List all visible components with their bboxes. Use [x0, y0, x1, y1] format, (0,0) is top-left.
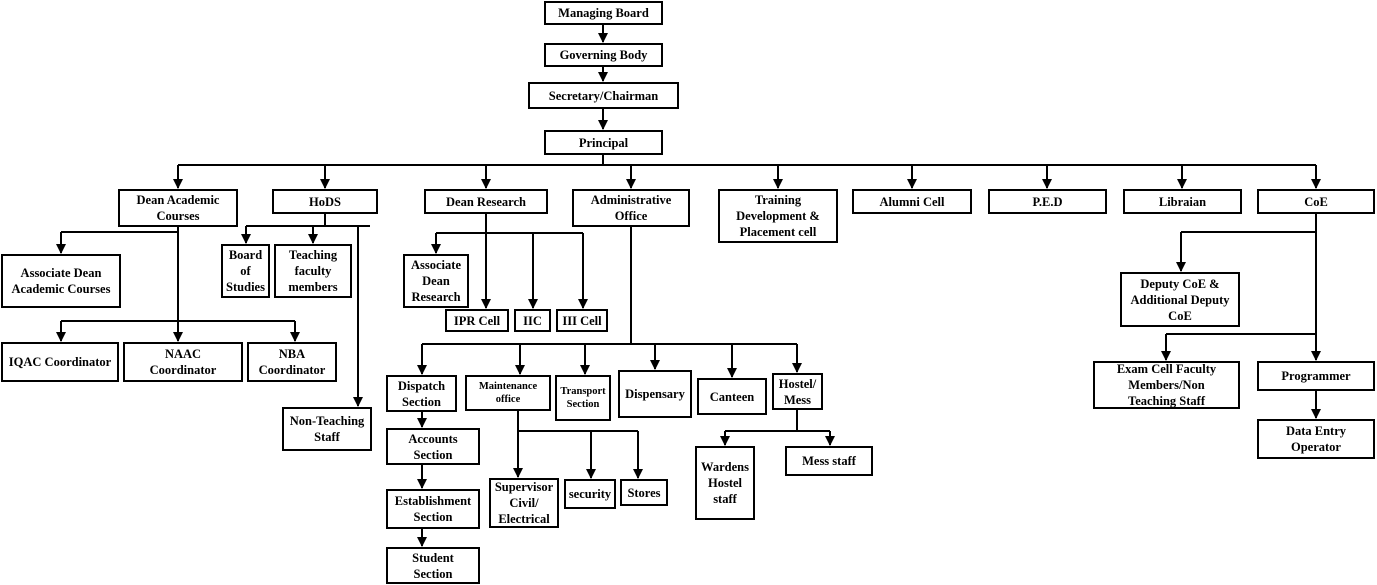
canteen-box[interactable]: Canteen	[697, 378, 767, 415]
librarian-box[interactable]: Libraian	[1123, 189, 1242, 214]
dean-research-box[interactable]: Dean Research	[424, 189, 548, 214]
iii-cell-box[interactable]: III Cell	[556, 309, 608, 332]
programmer-box[interactable]: Programmer	[1257, 361, 1375, 391]
associate-dean-academic-box[interactable]: Associate Dean Academic Courses	[1, 254, 121, 308]
wardens-hostel-staff-box[interactable]: Wardens Hostel staff	[695, 446, 755, 520]
naac-coordinator-box[interactable]: NAAC Coordinator	[123, 342, 243, 382]
mess-staff-box[interactable]: Mess staff	[785, 446, 873, 476]
alumni-cell-box[interactable]: Alumni Cell	[852, 189, 972, 214]
hods-box[interactable]: HoDS	[272, 189, 378, 214]
principal-box[interactable]: Principal	[544, 130, 663, 155]
dispatch-section-box[interactable]: Dispatch Section	[386, 375, 457, 412]
iqac-coordinator-box[interactable]: IQAC Coordinator	[1, 342, 119, 382]
accounts-section-box[interactable]: Accounts Section	[386, 428, 480, 465]
iic-box[interactable]: IIC	[514, 309, 551, 332]
coe-box[interactable]: CoE	[1257, 189, 1375, 214]
administrative-office-box[interactable]: Administrative Office	[572, 189, 690, 227]
maintenance-office-box[interactable]: Maintenance office	[465, 375, 551, 411]
dean-academic-courses-box[interactable]: Dean Academic Courses	[118, 189, 238, 227]
training-placement-box[interactable]: Training Development & Placement cell	[718, 189, 838, 243]
ipr-cell-box[interactable]: IPR Cell	[445, 309, 509, 332]
secretary-chairman-box[interactable]: Secretary/Chairman	[528, 82, 679, 109]
teaching-faculty-box[interactable]: Teaching faculty members	[274, 244, 352, 298]
non-teaching-staff-box[interactable]: Non-Teaching Staff	[282, 407, 372, 451]
security-box[interactable]: security	[564, 479, 616, 509]
exam-cell-staff-box[interactable]: Exam Cell Faculty Members/Non Teaching S…	[1093, 361, 1240, 409]
dispensary-box[interactable]: Dispensary	[618, 370, 692, 418]
student-section-box[interactable]: Student Section	[386, 547, 480, 584]
governing-body-box[interactable]: Governing Body	[544, 43, 663, 67]
data-entry-operator-box[interactable]: Data Entry Operator	[1257, 419, 1375, 459]
establishment-section-box[interactable]: Establishment Section	[386, 489, 480, 529]
associate-dean-research-box[interactable]: Associate Dean Research	[403, 254, 469, 308]
transport-section-box[interactable]: Transport Section	[555, 375, 611, 421]
ped-box[interactable]: P.E.D	[988, 189, 1107, 214]
deputy-coe-box[interactable]: Deputy CoE & Additional Deputy CoE	[1120, 272, 1240, 327]
nba-coordinator-box[interactable]: NBA Coordinator	[247, 342, 337, 382]
managing-board-box[interactable]: Managing Board	[544, 1, 663, 25]
board-of-studies-box[interactable]: Board of Studies	[221, 244, 270, 298]
stores-box[interactable]: Stores	[620, 479, 668, 506]
hostel-mess-box[interactable]: Hostel/ Mess	[772, 373, 823, 410]
supervisor-civil-electrical-box[interactable]: Supervisor Civil/ Electrical	[489, 478, 559, 528]
